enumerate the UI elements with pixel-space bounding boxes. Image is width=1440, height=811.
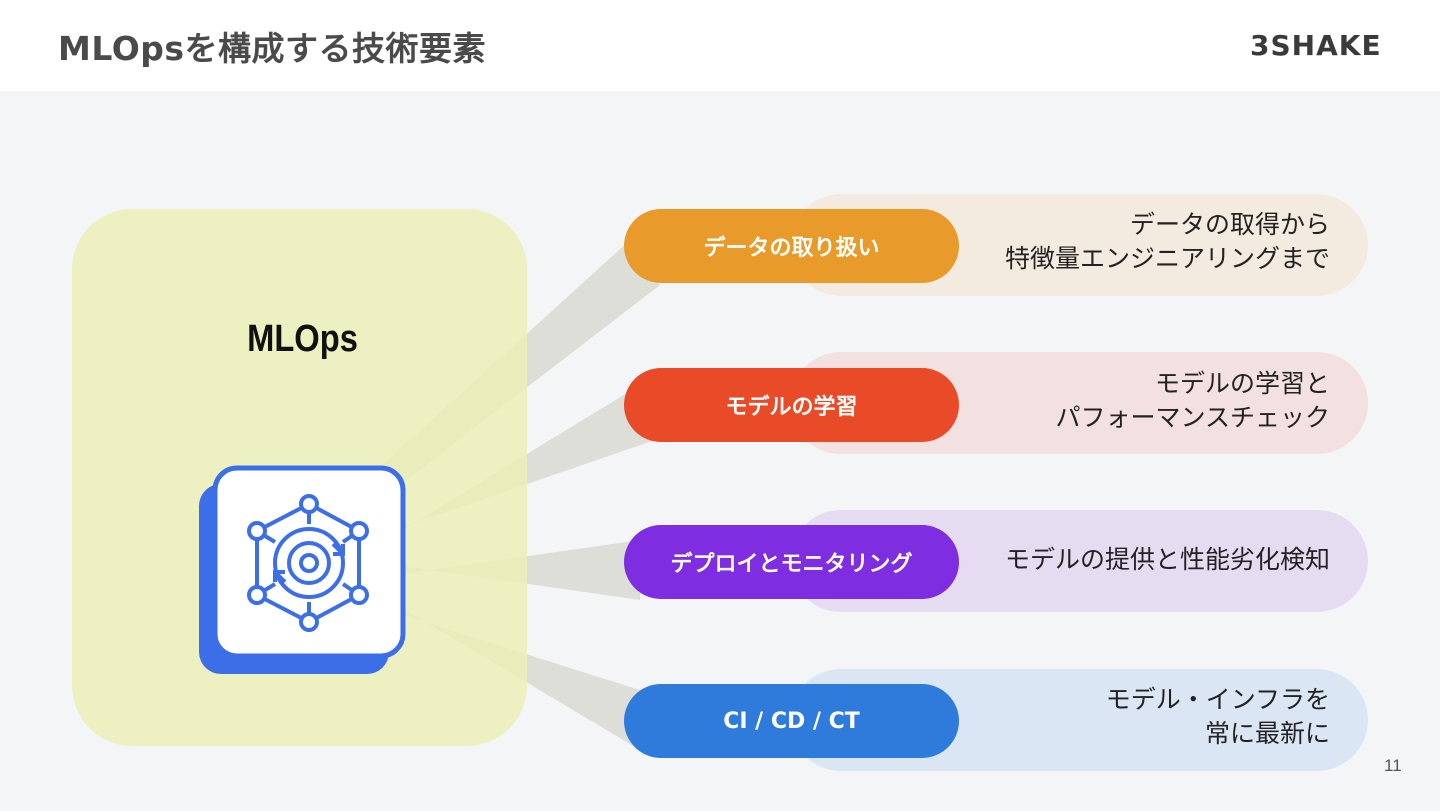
mlops-title: MLOps: [247, 318, 358, 360]
description-text: モデルの提供と性能劣化検知: [910, 543, 1330, 577]
label-text: データの取り扱い: [703, 236, 880, 261]
label-pill: データの取り扱い: [624, 209, 959, 283]
description-line-2: パフォーマンスチェック: [1055, 403, 1330, 432]
mlops-network-gear-icon: [197, 464, 407, 680]
label-text: モデルの学習: [725, 395, 858, 420]
description-text: モデル・インフラを 常に最新に: [910, 683, 1330, 751]
description-text: モデルの学習と パフォーマンスチェック: [910, 367, 1330, 435]
label-pill: CI / CD / CT: [624, 684, 959, 758]
component-row-data: データの取得から 特徴量エンジニアリングまで データの取り扱い: [0, 194, 1440, 299]
description-line-1: モデルの学習と: [1154, 369, 1330, 398]
description-line-1: データの取得から: [1129, 210, 1330, 239]
label-pill: モデルの学習: [624, 368, 959, 442]
label-text: デプロイとモニタリング: [670, 552, 913, 577]
description-line-1: モデルの提供と性能劣化検知: [1004, 545, 1330, 574]
company-logo: 3SHAKE: [1250, 28, 1382, 62]
logo-text: 3SHAKE: [1250, 28, 1382, 62]
slide-title: MLOpsを構成する技術要素: [58, 29, 487, 68]
page-number: 11: [1384, 756, 1402, 775]
description-line-1: モデル・インフラを: [1105, 685, 1330, 714]
component-row-deploy: モデルの提供と性能劣化検知 デプロイとモニタリング: [0, 510, 1440, 615]
description-line-2: 常に最新に: [1204, 719, 1330, 748]
component-row-training: モデルの学習と パフォーマンスチェック モデルの学習: [0, 352, 1440, 457]
description-text: データの取得から 特徴量エンジニアリングまで: [910, 208, 1330, 276]
label-text: CI / CD / CT: [723, 708, 860, 734]
description-line-2: 特徴量エンジニアリングまで: [1004, 244, 1330, 273]
label-pill: デプロイとモニタリング: [624, 525, 959, 599]
component-row-cicd: モデル・インフラを 常に最新に CI / CD / CT: [0, 669, 1440, 774]
slide-header: MLOpsを構成する技術要素 3SHAKE: [0, 0, 1440, 91]
